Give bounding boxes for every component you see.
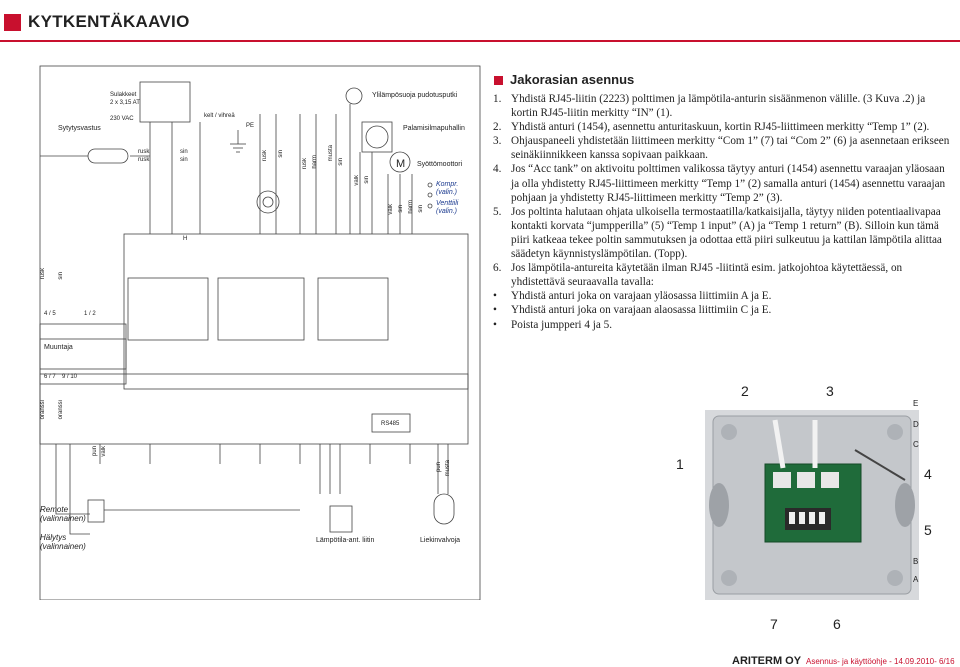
label-t910: 9 / 10 <box>62 374 78 380</box>
label-rusk-c: rusk <box>262 150 268 162</box>
list-item: 3.Ohjauspaneeli yhdistetään liittimeen m… <box>493 135 950 162</box>
label-pun-b: pun <box>436 462 442 473</box>
label-muuntaja: Muuntaja <box>44 344 73 351</box>
callout-4: 4 <box>924 466 932 482</box>
callout-6: 6 <box>833 616 841 632</box>
label-musta-b: musta <box>445 460 451 477</box>
label-rs485: RS485 <box>381 421 400 427</box>
footer-text: Asennus- ja käyttöohje - 14.09.2010- 6/1… <box>806 657 955 666</box>
section-square-icon <box>494 76 503 85</box>
label-sin-f: sin <box>398 205 404 213</box>
label-h: H <box>183 236 188 242</box>
label-lampotila: Lämpötila-ant. liitin <box>316 537 375 544</box>
label-t67: 6 / 7 <box>44 374 56 380</box>
list-item: •Poista jumpperi 4 ja 5. <box>493 318 612 331</box>
label-harm-a: harm <box>312 155 318 169</box>
label-motor-m: M <box>396 158 406 170</box>
callout-d: D <box>913 420 919 429</box>
label-valk-b: valk <box>388 204 394 215</box>
label-pun-a: pun <box>92 446 98 457</box>
header-divider <box>0 40 960 42</box>
label-rusk-b: rusk <box>138 157 150 163</box>
callout-1: 1 <box>676 456 684 472</box>
list-item: 2.Yhdistä anturi (1454), asennettu antur… <box>493 121 930 134</box>
label-oranssi-a: oranssi <box>40 400 46 420</box>
callout-e: E <box>913 399 919 408</box>
label-halytys-sub: (valinnainen) <box>40 542 86 551</box>
label-remote-sub: (valinnainen) <box>40 514 86 523</box>
label-valk-c: valk <box>101 446 107 457</box>
label-sin-d: sin <box>338 158 344 166</box>
callout-a: A <box>913 575 919 584</box>
label-sin-c: sin <box>278 150 284 158</box>
label-musta: musta <box>328 145 334 162</box>
label-oranssi-b: oranssi <box>58 400 64 420</box>
label-palamis: Palamisilmapuhallin <box>403 125 465 132</box>
label-vac: 230 VAC <box>110 116 134 122</box>
callout-b: B <box>913 557 919 566</box>
label-t12: 1 / 2 <box>84 311 96 317</box>
label-pe: PE <box>246 123 255 129</box>
list-item: •Yhdistä anturi joka on varajaan alaosas… <box>493 304 772 317</box>
instruction-list: 1.Yhdistä RJ45-liitin (2223) polttimen j… <box>493 92 953 332</box>
list-item: 5.Jos poltinta halutaan ohjata ulkoisell… <box>493 205 942 261</box>
label-rusk-e: rusk <box>40 268 46 280</box>
callout-5: 5 <box>924 522 932 538</box>
callout-2: 2 <box>741 383 749 399</box>
label-sin-a: sin <box>180 149 188 155</box>
label-venttiili-valin: (valin.) <box>436 208 458 215</box>
label-valk-a: valk <box>354 175 360 186</box>
label-kelt-vihrea: kelt / vihreä <box>204 113 235 119</box>
callout-7: 7 <box>770 616 778 632</box>
callout-c: C <box>913 440 919 449</box>
footer-brand: ARITERM OY <box>732 655 802 667</box>
junction-box-photo <box>705 410 919 600</box>
callout-3: 3 <box>826 383 834 399</box>
label-sulakkeet-spec: 2 x 3,15 AT <box>110 100 140 106</box>
label-kompr-valin: (valin.) <box>436 189 458 196</box>
label-rusk-a: rusk <box>138 149 150 155</box>
wiring-diagram: ​ <box>39 65 481 600</box>
header-square-icon <box>4 14 21 31</box>
page-title: KYTKENTÄKAAVIO <box>28 12 190 31</box>
list-item: •Yhdistä anturi joka on varajaan yläosas… <box>493 290 772 303</box>
label-syotto: Syöttömoottori <box>417 161 463 168</box>
section-title: Jakorasian asennus <box>510 72 635 87</box>
label-sin-b: sin <box>180 157 188 163</box>
label-ylilampo: Ylilämpösuoja pudotusputki <box>372 92 458 99</box>
label-rusk-d: rusk <box>302 158 308 170</box>
list-item: 1.Yhdistä RJ45-liitin (2223) polttimen j… <box>493 93 926 120</box>
label-sulakkeet: Sulakkeet <box>110 92 137 98</box>
list-item: 4.Jos “Acc tank” on aktivoitu polttimen … <box>493 163 946 204</box>
label-sytytysvastus: Sytytysvastus <box>58 125 101 132</box>
label-remote: Remote <box>40 505 69 514</box>
label-venttiili: Venttiili <box>436 200 459 207</box>
label-sin-g: sin <box>418 205 424 213</box>
list-item: 6.Jos lämpötila-antureita käytetään ilma… <box>493 262 903 289</box>
label-sin-h: sin <box>58 272 64 280</box>
label-harm-b: harm <box>408 200 414 214</box>
label-halytys: Hälytys <box>40 533 67 542</box>
label-liekinvalvoja: Liekinvalvoja <box>420 537 461 544</box>
label-sin-e: sin <box>364 176 370 184</box>
label-t45: 4 / 5 <box>44 311 56 317</box>
label-kompr: Kompr. <box>436 181 459 188</box>
